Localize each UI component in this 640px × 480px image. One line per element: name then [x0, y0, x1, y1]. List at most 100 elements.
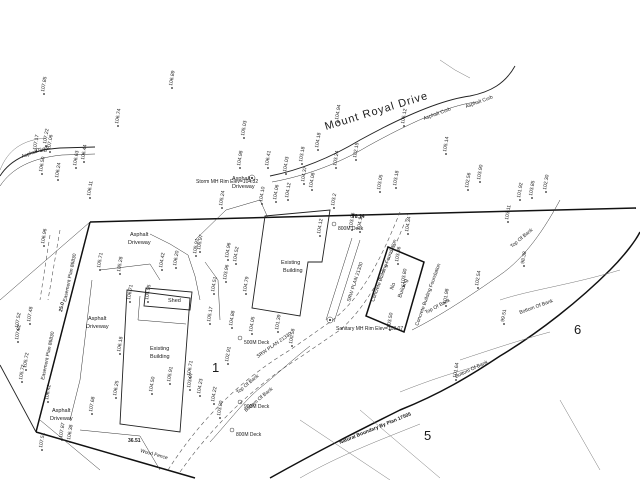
elevation-point-marker [301, 163, 303, 165]
elevation-point-marker [395, 187, 397, 189]
elevation-point-marker [213, 403, 215, 405]
elevation-point-marker [407, 233, 409, 235]
existing-building-main-label-1: Existing [281, 260, 300, 266]
top-of-bank-label-2: Top Of Bank [509, 227, 534, 250]
elevation-label: 106.44 [80, 144, 89, 160]
elevation-label: 103.80 [400, 268, 409, 284]
elevation-point-marker [359, 231, 361, 233]
elevation-point-marker [29, 323, 31, 325]
elevation-point-marker [291, 345, 293, 347]
elevation-point-marker [245, 293, 247, 295]
elevation-point-marker [479, 181, 481, 183]
elevation-point-marker [161, 269, 163, 271]
elevation-point-marker [317, 149, 319, 151]
elevation-label: 106.89 [168, 70, 177, 86]
elevation-point-marker [243, 137, 245, 139]
elevation-label: 106.71 [126, 284, 135, 300]
elevation-point-marker [261, 203, 263, 205]
driveway-west-label-2: Driveway [86, 324, 109, 330]
elevation-label: 106.38 [66, 424, 75, 440]
elevation-label: 106.20 [172, 250, 181, 266]
elevation-point-marker [45, 145, 47, 147]
elevation-point-marker [355, 159, 357, 161]
elevation-point-marker [221, 207, 223, 209]
elevation-label: 104.42 [158, 252, 167, 268]
elevation-label: 104.50 [148, 376, 157, 392]
curb-label-b: Asphalt Curb [465, 94, 494, 110]
curb-label-a: Asphalt Curb [423, 106, 452, 122]
elevation-markers [17, 87, 547, 451]
elevation-label: 104.10 [258, 186, 267, 202]
elevation-label: 105.12 [400, 108, 409, 124]
elevation-point-marker [17, 329, 19, 331]
sanitary-manhole-label: Sanitary MH Rim Elev=103.07 [336, 326, 403, 332]
elevation-label: 106.50 [38, 156, 47, 172]
elevation-point-marker [129, 301, 131, 303]
property-boundary [0, 207, 637, 479]
elevation-label: 104.34 [404, 216, 413, 232]
elevation-point-marker [319, 235, 321, 237]
foundation-label-left: Concrete Building Foundation [370, 239, 398, 303]
storm-manhole-label: Storm MH Rim Elev=104.32 [196, 179, 258, 185]
elevation-point-marker [397, 263, 399, 265]
elevation-point-marker [507, 221, 509, 223]
elevation-point-marker [287, 199, 289, 201]
elevation-label: 107.87 [58, 422, 67, 438]
elevation-point-marker [209, 323, 211, 325]
elevation-label: 102.30 [542, 174, 551, 190]
existing-building-main [251, 209, 331, 317]
elevation-point-marker [351, 229, 353, 231]
elevation-label: 104.12 [316, 218, 325, 234]
sanitary-manhole-icon [326, 316, 334, 324]
dimension-west: 25.0 [58, 301, 66, 312]
elevation-point-marker [25, 369, 27, 371]
natural-boundary-label: Natural Boundary By Plan 17505 [339, 411, 413, 445]
elevation-point-marker [275, 201, 277, 203]
elevation-label: 104.88 [228, 310, 237, 326]
elevation-point-marker [225, 281, 227, 283]
elevation-label: 105.17 [206, 306, 215, 322]
tree-label-a: 800M Deck [338, 226, 364, 232]
elevation-label: 104.96 [224, 242, 233, 258]
elevation-label: 103.24 [332, 150, 341, 166]
elevation-point-marker [89, 197, 91, 199]
elevation-label: 105.71 [96, 252, 105, 268]
elevation-point-marker [477, 287, 479, 289]
elevation-label: 104.03 [282, 156, 291, 172]
elevation-label: 103.50 [386, 312, 395, 328]
elevation-label: 106.74 [114, 108, 123, 124]
elevation-label: 105.72 [22, 352, 31, 368]
elevation-label: 107.48 [26, 306, 35, 322]
elevation-label: 104.94 [334, 104, 343, 120]
natural-boundary-line [269, 231, 640, 479]
elevation-point-marker [171, 87, 173, 89]
elevation-point-marker [57, 179, 59, 181]
elevation-label: 104.98 [236, 150, 245, 166]
no-building-label-1: No [389, 282, 397, 291]
elevation-point-marker [311, 189, 313, 191]
elevation-label: 103.85 [528, 180, 537, 196]
existing-building-west-label-2: Building [150, 354, 170, 360]
elevation-point-marker [119, 353, 121, 355]
elevation-point-marker [235, 263, 237, 265]
srw-alignments [39, 211, 409, 473]
elevation-point-marker [147, 301, 149, 303]
elevation-label: 104.12 [284, 182, 293, 198]
elevation-point-marker [333, 207, 335, 209]
driveway-north-label-1: Asphalt [232, 176, 251, 182]
dimension-north: 78.14 [352, 214, 365, 220]
elevation-point-marker [115, 397, 117, 399]
storm-manhole-icon [248, 174, 256, 182]
elevation-point-marker [75, 167, 77, 169]
elevation-point-marker [49, 151, 51, 153]
elevation-point-marker [227, 259, 229, 261]
existing-building-west [119, 289, 191, 433]
elevation-point-marker [199, 251, 201, 253]
elevation-label: 107.22 [42, 128, 51, 144]
elevation-point-marker [389, 329, 391, 331]
elevation-point-marker [61, 439, 63, 441]
elevation-point-marker [219, 417, 221, 419]
elevation-label: 106.24 [54, 162, 63, 178]
elevation-label: 104.52 [232, 246, 241, 262]
